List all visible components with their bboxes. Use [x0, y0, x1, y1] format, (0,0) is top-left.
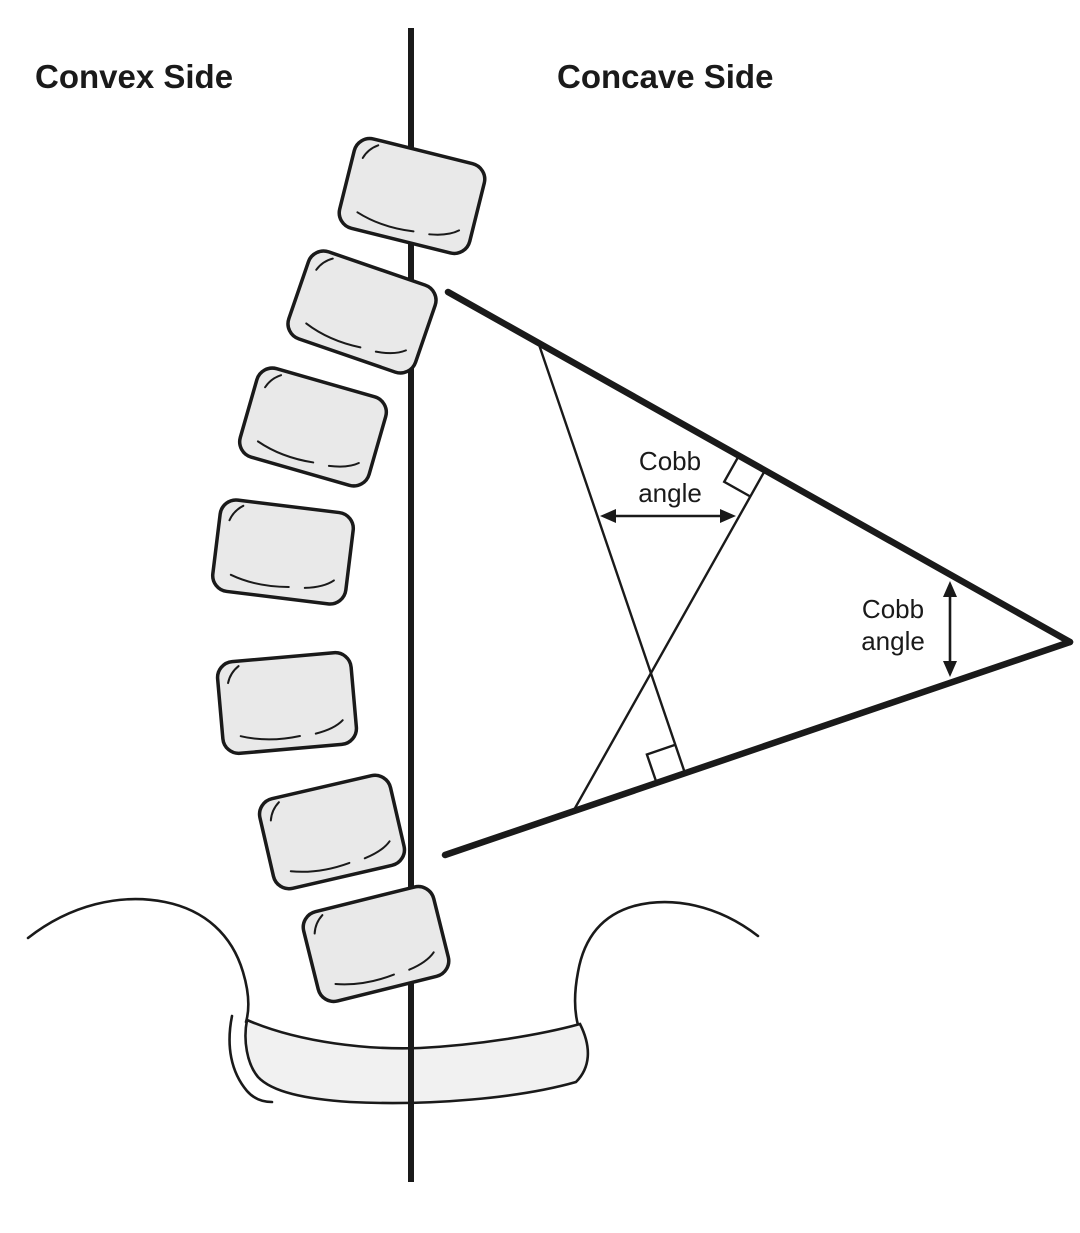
- arrow-head-right: [720, 509, 736, 523]
- arrow-head-down: [943, 661, 957, 677]
- cobb-angle-label-inner-line1: Cobb: [639, 446, 701, 476]
- perpendicular-to-upper-line: [572, 469, 767, 812]
- vertebra-7: [298, 881, 454, 1007]
- vertebra-6: [254, 770, 410, 894]
- cobb-angle-label-apex-line2: angle: [861, 626, 925, 656]
- perpendicular-to-lower-line: [537, 342, 687, 774]
- left-iliac-curl: [228, 1014, 274, 1104]
- vertebra-3: [234, 362, 392, 492]
- concave-side-label: Concave Side: [557, 58, 773, 95]
- left-iliac-wing: [26, 897, 250, 1024]
- cobb-angle-label-apex-line1: Cobb: [862, 594, 924, 624]
- vertebra-1: [334, 133, 490, 259]
- double-arrow-horizontal-icon: [600, 509, 736, 523]
- right-angle-marker-upper: [722, 455, 751, 498]
- upper-endplate-line: [444, 288, 1074, 646]
- vertebra-4: [209, 496, 357, 608]
- vertebra-2: [281, 244, 443, 380]
- double-arrow-vertical-icon: [943, 581, 957, 677]
- convex-side-label: Convex Side: [35, 58, 233, 95]
- vertebral-column: [209, 133, 490, 1007]
- cobb-angle-label-inner-line2: angle: [638, 478, 702, 508]
- pelvis: [26, 897, 760, 1105]
- sacrum: [244, 1018, 590, 1105]
- right-iliac-wing: [573, 900, 760, 1027]
- right-angle-marker-lower: [645, 743, 676, 784]
- arrow-head-left: [600, 509, 616, 523]
- arrow-head-up: [943, 581, 957, 597]
- lower-endplate-line: [441, 638, 1074, 859]
- vertebra-5: [214, 649, 360, 757]
